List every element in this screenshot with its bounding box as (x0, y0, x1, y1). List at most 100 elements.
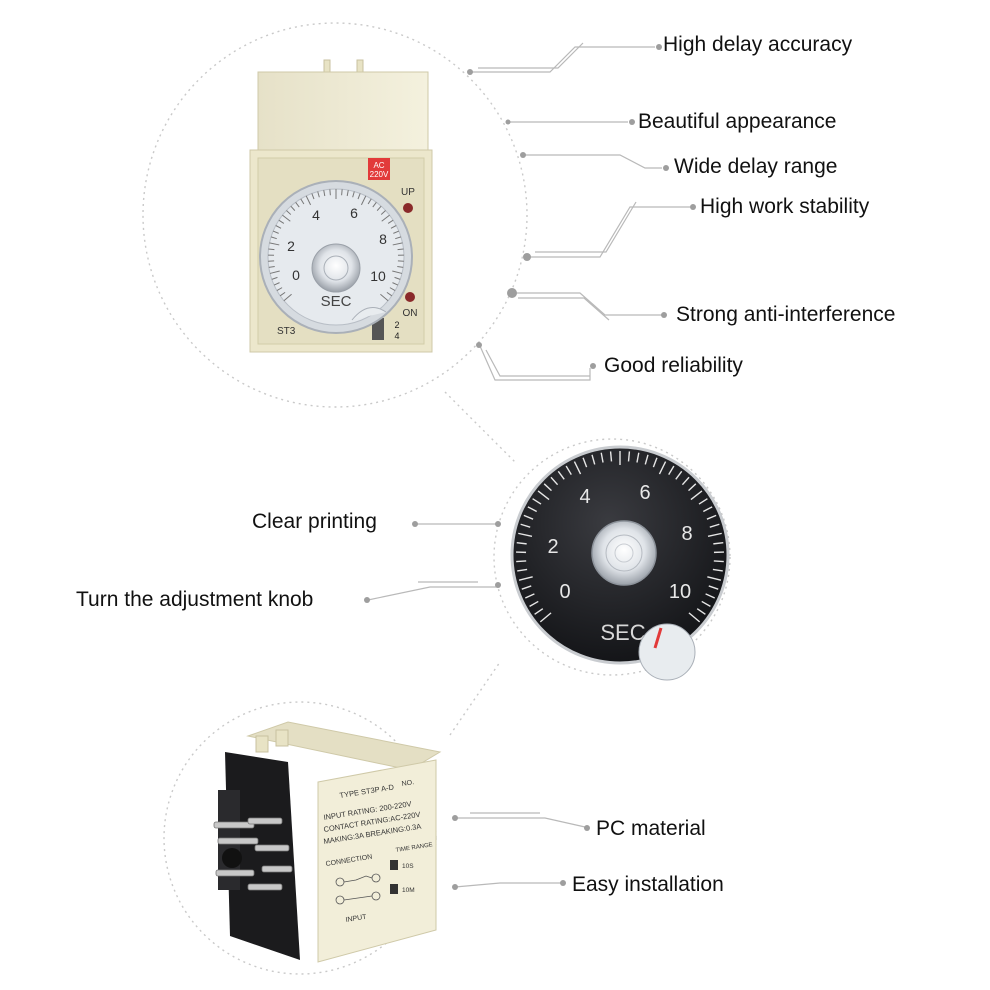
dial-tick (523, 514, 534, 520)
dial-tick (397, 265, 404, 268)
dial-tick (534, 608, 544, 615)
dial-tick (269, 242, 280, 246)
dial-tick (311, 193, 315, 200)
dial-tick (317, 191, 320, 198)
voltage-label-220v: 220V (370, 170, 389, 179)
dial-tick (627, 451, 631, 462)
dial-tick (360, 195, 367, 206)
dial-tick (275, 225, 282, 229)
wiring-diagram (335, 873, 381, 905)
closeup-dial-number-6: 6 (639, 482, 650, 504)
feature-pc-material: PC material (596, 817, 706, 840)
dial-tick (516, 560, 527, 563)
dial-tick (675, 470, 683, 480)
dial-tick (395, 236, 402, 240)
dial-tick (524, 593, 535, 599)
side-range-10s: 10S (402, 863, 414, 870)
relay-front-view: AC 220V UP ON ST3 2 4 0 2 4 6 8 10 (249, 59, 433, 353)
dial-tick (270, 236, 277, 240)
dial-tick (537, 490, 550, 501)
closeup-pointer-window (638, 623, 696, 681)
dial-tick (323, 190, 326, 197)
dial-tick (305, 195, 312, 206)
circle-frame-front (142, 22, 528, 408)
dial-tick (341, 189, 343, 196)
dial-tick (698, 498, 708, 505)
dial-tick (712, 568, 723, 572)
center-key (222, 848, 242, 868)
closeup-dial-number-8: 8 (681, 523, 692, 545)
switch-number: 4 (394, 331, 399, 341)
dial-tick (271, 276, 278, 280)
dial-tick (573, 461, 582, 475)
front-knob (311, 243, 361, 293)
dial-tick (516, 541, 527, 545)
voltage-label-ac: AC (373, 161, 384, 170)
dial-tick (387, 219, 394, 224)
dial-tick (658, 461, 667, 475)
range-box-10m (390, 884, 398, 894)
dial-tick (367, 198, 372, 205)
side-time-range-label: TIME RANGE (395, 842, 433, 854)
closeup-knob (591, 520, 657, 586)
feature-beautiful-appearance: Beautiful appearance (638, 110, 837, 133)
dial-tick (394, 276, 401, 280)
dial-tick (532, 498, 542, 505)
feature-turn-adjustment-knob: Turn the adjustment knob (76, 588, 314, 611)
dial-tick (392, 270, 403, 274)
dial-tick (591, 454, 596, 465)
front-dial-number-2: 2 (287, 238, 295, 254)
front-dial-number-6: 6 (350, 205, 358, 221)
dial-tick (357, 193, 361, 200)
front-dial-notch (351, 307, 387, 321)
closeup-knob-core (614, 543, 634, 563)
dial-tick (565, 465, 572, 475)
closeup-dial-number-4: 4 (579, 486, 590, 508)
front-knob-center (323, 255, 349, 281)
dial-tick (529, 600, 539, 607)
dial-tick (268, 265, 275, 268)
dial-tick (707, 576, 722, 581)
side-input-label: INPUT (345, 914, 368, 924)
dial-tick (282, 214, 291, 222)
dial-tick (550, 476, 559, 486)
dial-tick (278, 219, 285, 224)
model-label: ST3 (277, 326, 296, 337)
dial-tick (346, 190, 349, 197)
dial-tick (381, 214, 390, 222)
dial-tick (372, 201, 377, 208)
feature-high-work-stability: High work stability (700, 195, 870, 218)
closeup-pointer (653, 627, 663, 649)
dial-tick (701, 600, 711, 607)
feature-good-reliability: Good reliability (604, 354, 743, 377)
dial-tick (286, 210, 292, 215)
dial-tick (713, 541, 724, 545)
dial-tick (276, 287, 283, 292)
dial-tick (521, 585, 532, 590)
dial-tick (681, 476, 690, 486)
dial-tick (295, 201, 300, 208)
dial-tick (600, 452, 604, 463)
feature-easy-installation: Easy installation (572, 873, 724, 896)
dial-tick (376, 205, 382, 211)
switch-number: 2 (394, 320, 399, 330)
relay-pins (213, 817, 293, 891)
dial-tick (688, 483, 697, 492)
front-dial-number-8: 8 (379, 231, 387, 247)
dial-tick (713, 560, 724, 563)
dial-tick (380, 293, 389, 302)
closeup-knob-inner (605, 534, 643, 572)
dial-tick (652, 457, 658, 468)
on-led (405, 292, 415, 302)
connector-line (444, 391, 516, 463)
front-dial-number-4: 4 (312, 207, 320, 223)
callout-lines (367, 42, 690, 888)
dial-tick (352, 191, 355, 198)
closeup-dial-number-0: 0 (559, 581, 570, 603)
dial-tick (708, 585, 719, 590)
connector-line (449, 661, 501, 736)
dial-tick (329, 189, 331, 196)
dial-closeup-view: 0 2 4 6 8 10 SEC (510, 445, 730, 681)
